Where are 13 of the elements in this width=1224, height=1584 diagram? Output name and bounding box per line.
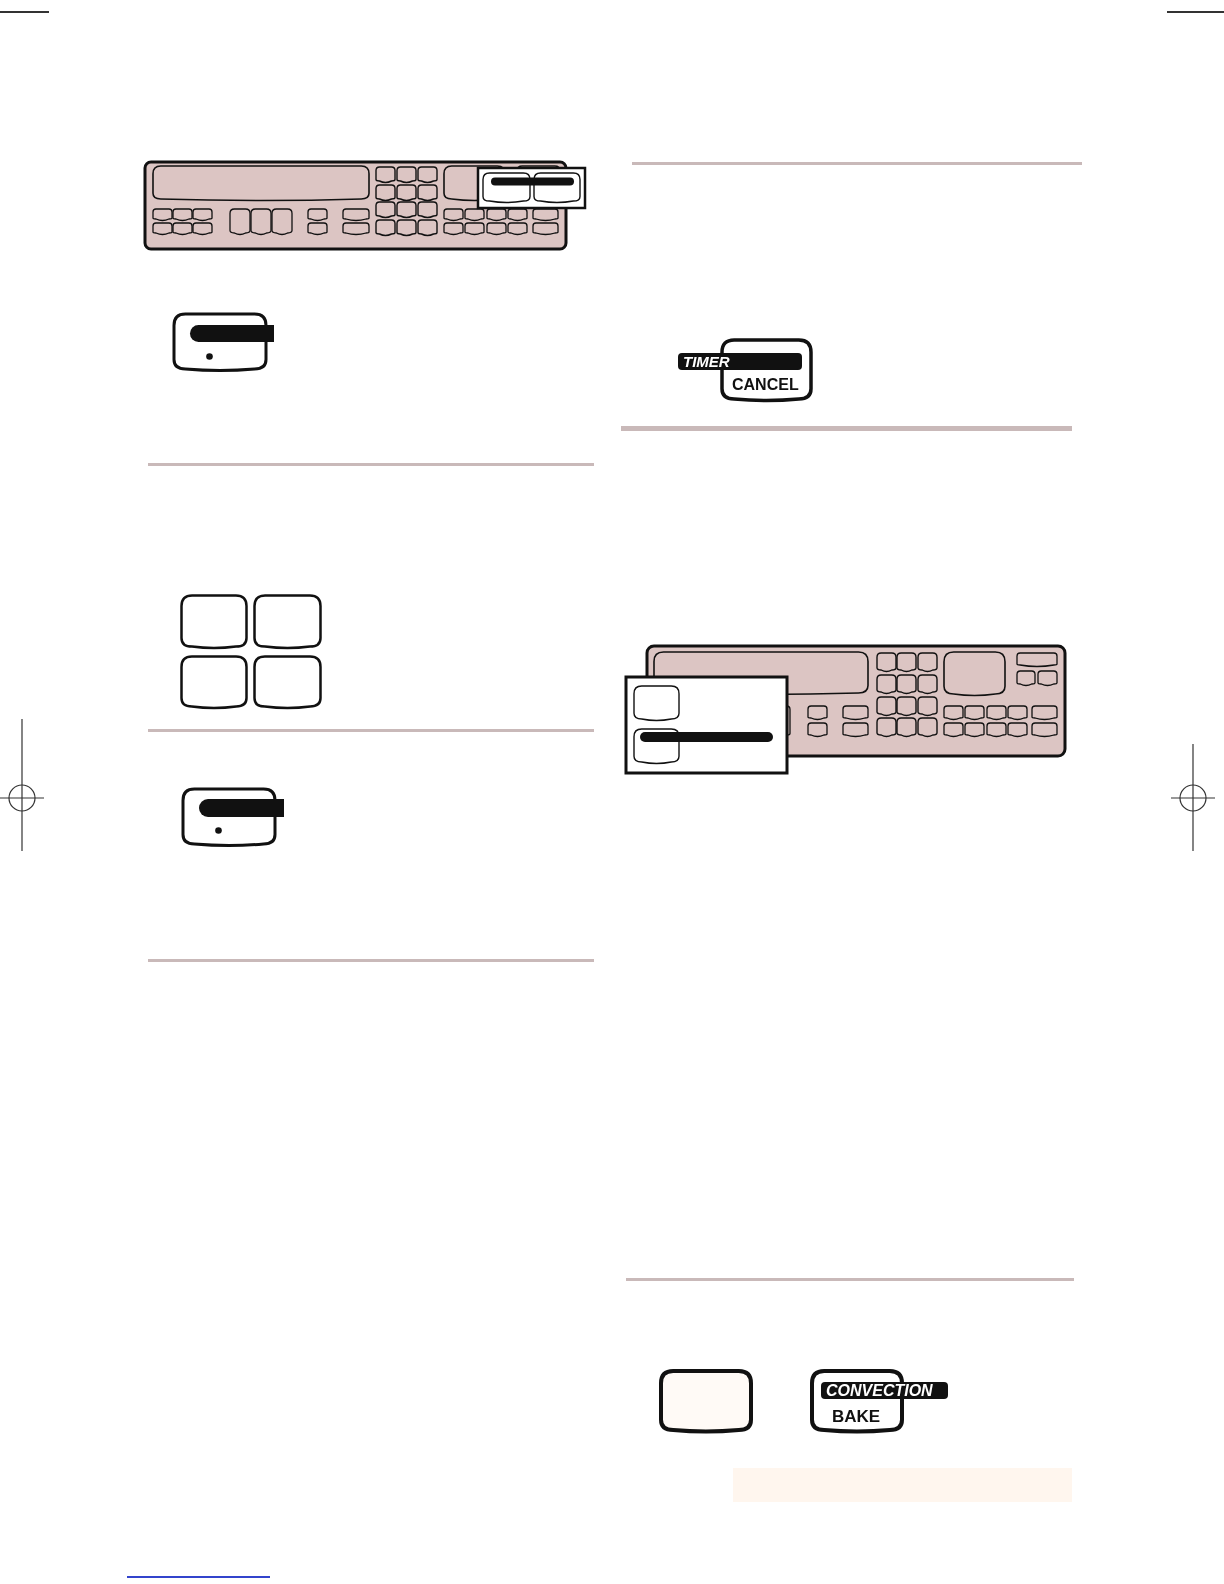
control-key [172, 312, 274, 374]
key-label: CONVECTION [821, 1382, 948, 1399]
control-key [253, 594, 322, 651]
control-key [659, 1369, 753, 1434]
key-label: BAKE [832, 1407, 881, 1426]
control-key [180, 594, 248, 651]
key-label: TIMER [678, 353, 802, 370]
control-key [181, 787, 284, 849]
key-label: CANCEL [732, 376, 799, 394]
control-key [253, 655, 322, 711]
control-key [677, 338, 814, 404]
control-key [810, 1369, 950, 1434]
control-key [180, 655, 248, 711]
